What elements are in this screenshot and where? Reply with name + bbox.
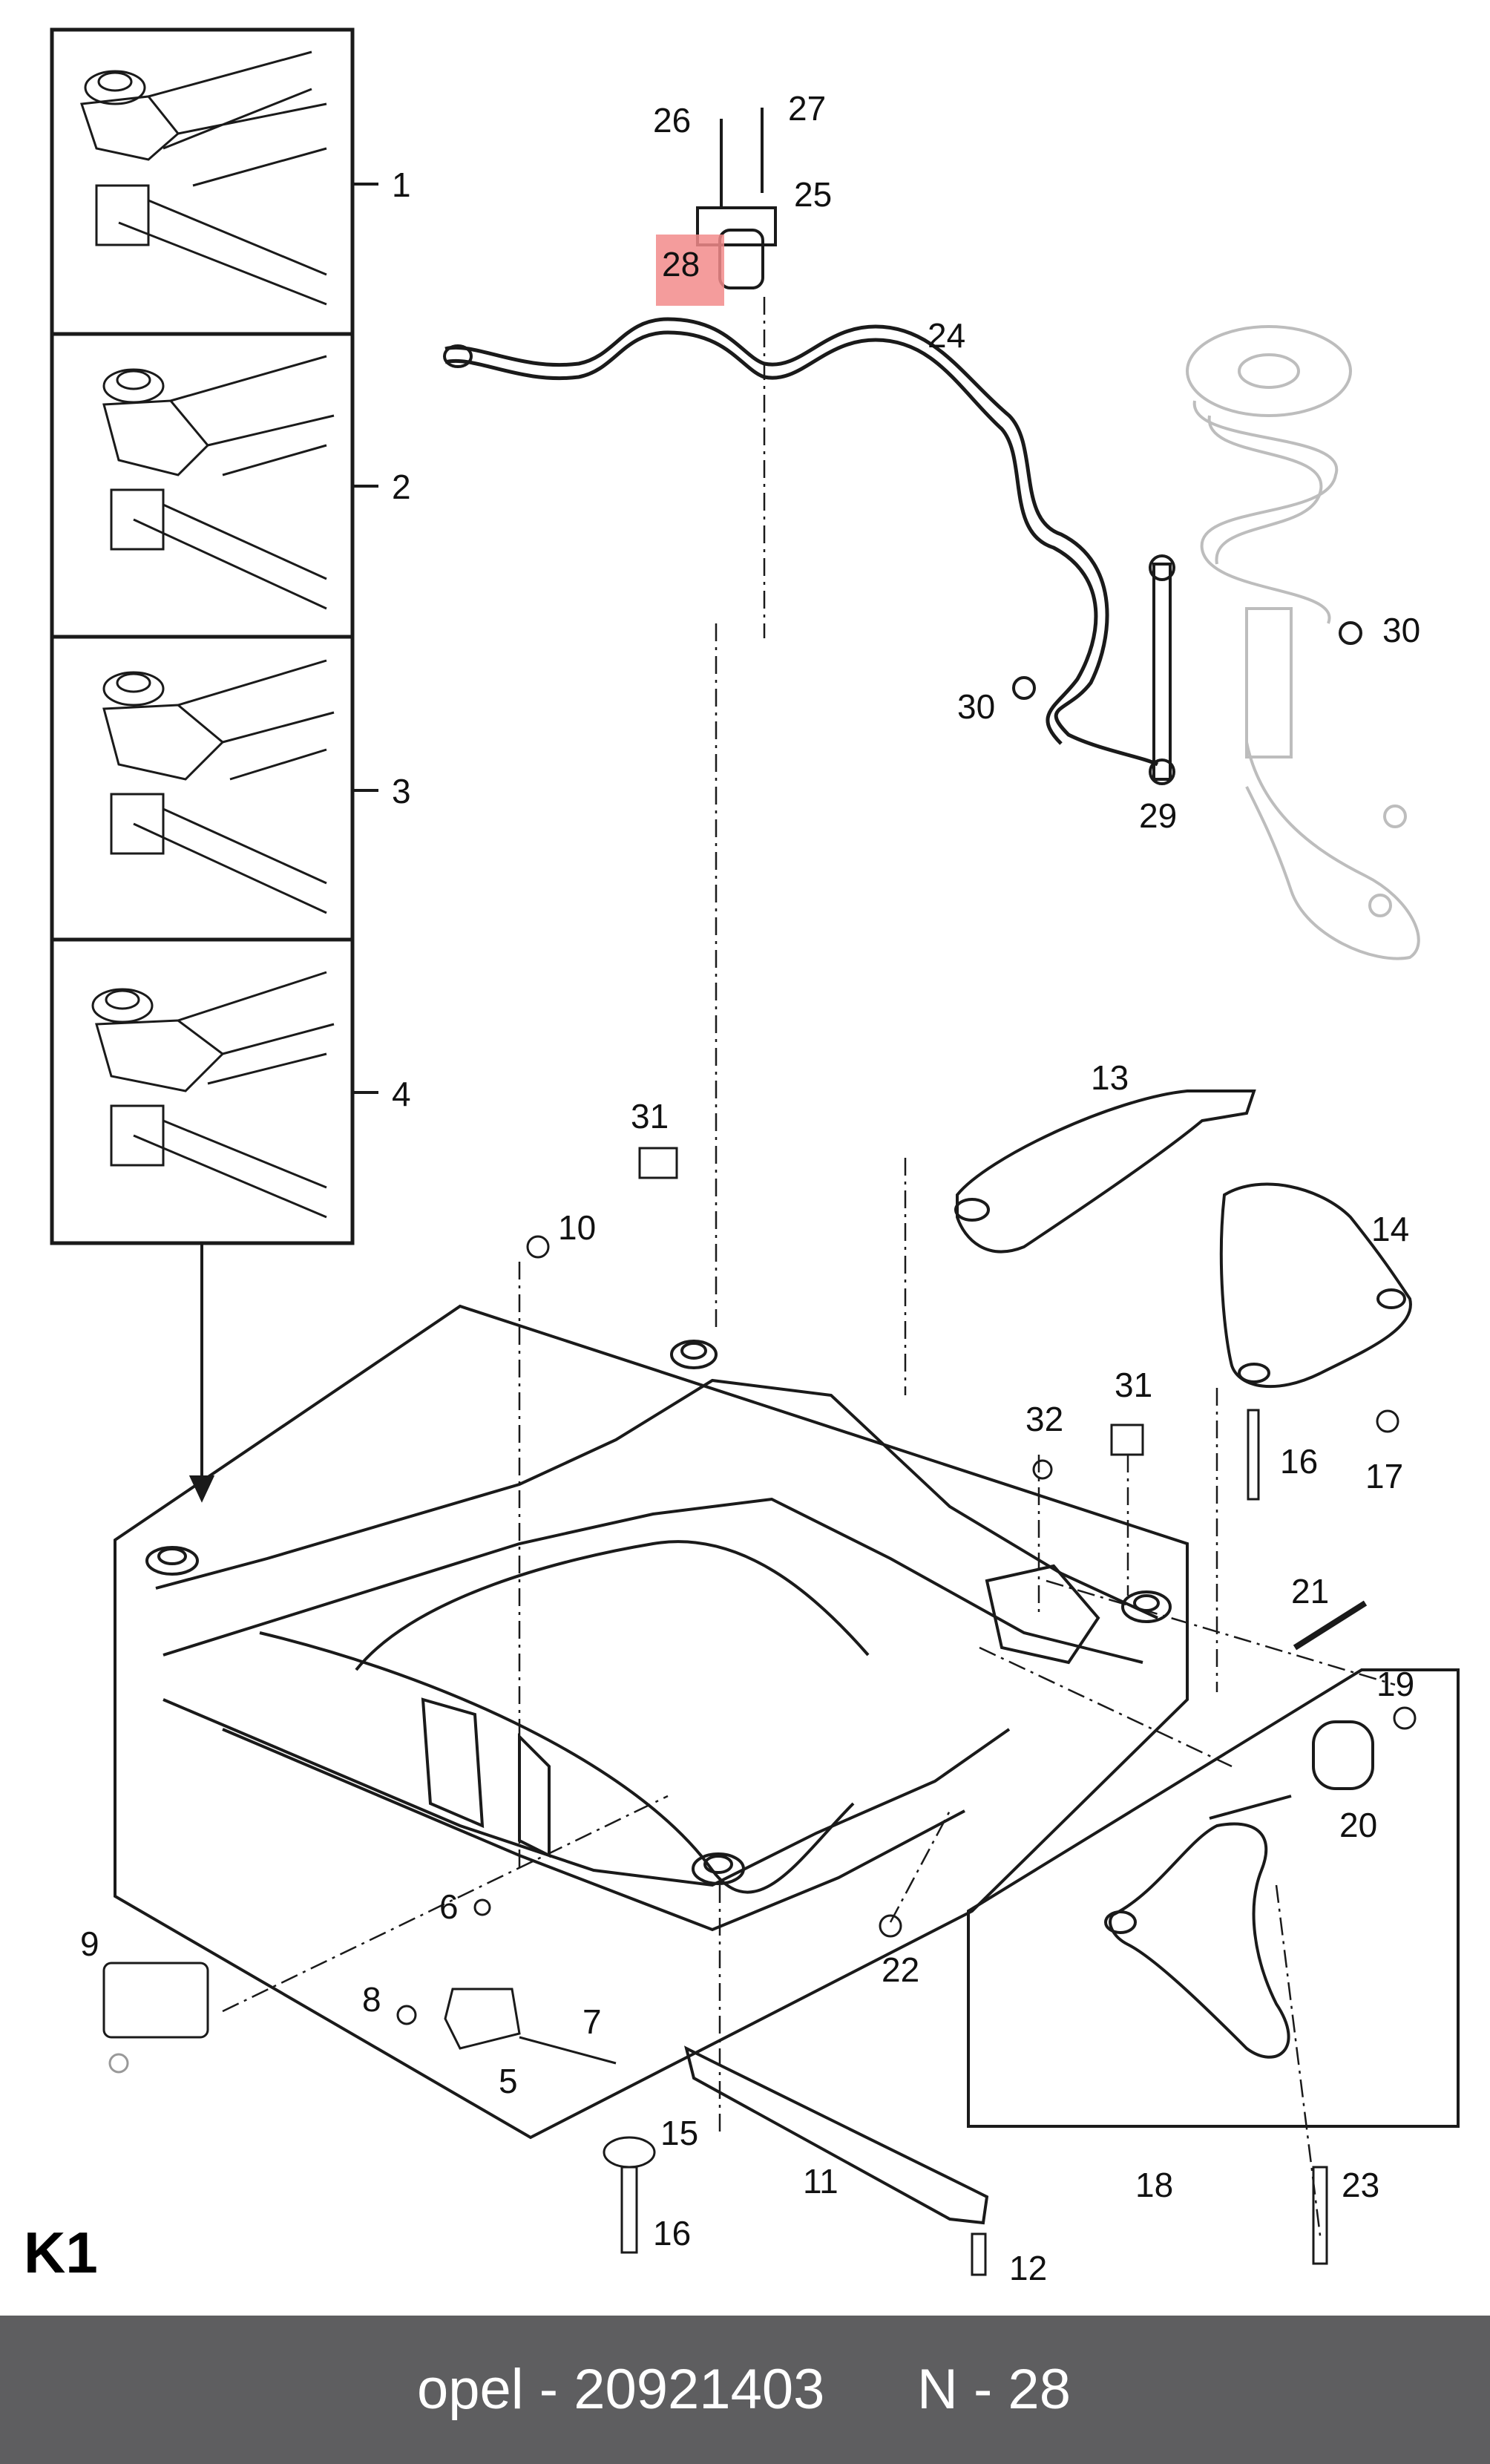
callout-5: 5 — [499, 2062, 518, 2100]
callout-19: 19 — [1376, 1665, 1414, 1703]
stabilizer-bar — [443, 108, 1362, 785]
callout-2: 2 — [392, 468, 411, 506]
strut-and-knuckle — [1186, 325, 1420, 960]
callout-32: 32 — [1025, 1400, 1063, 1438]
callout-30-left: 30 — [957, 687, 995, 726]
bracket-13 — [954, 1090, 1256, 1254]
callout-20: 20 — [1339, 1806, 1377, 1844]
callout-16-upper: 16 — [1280, 1442, 1318, 1481]
variant-panels — [50, 27, 378, 1503]
subframe-variant-1-image — [79, 50, 327, 306]
callout-27: 27 — [788, 89, 826, 128]
callout-11: 11 — [803, 2162, 838, 2201]
callout-23: 23 — [1342, 2166, 1379, 2204]
part-28-highlight — [656, 235, 724, 306]
control-arm-group — [967, 1668, 1460, 2128]
callout-3: 3 — [392, 772, 411, 810]
subframe-assembly — [114, 1304, 1189, 2140]
callout-9: 9 — [80, 1924, 99, 1963]
callout-25: 25 — [794, 175, 832, 214]
parts-diagram: 1 2 3 4 5 6 7 8 9 10 11 12 13 14 15 16 1… — [24, 27, 1460, 2287]
callout-15: 15 — [660, 2114, 698, 2152]
callout-13: 13 — [1091, 1058, 1129, 1097]
brace-11 — [684, 2045, 989, 2225]
callout-31-right: 31 — [1115, 1366, 1152, 1404]
callout-14: 14 — [1371, 1210, 1409, 1248]
callout-21: 21 — [1291, 1572, 1329, 1611]
subframe-variant-4-image — [91, 971, 335, 1219]
callout-28: 28 — [662, 245, 700, 284]
callout-31-top: 31 — [631, 1097, 669, 1136]
subframe-variant-2-image — [102, 355, 335, 610]
callout-labels: 1 2 3 4 5 6 7 8 9 10 11 12 13 14 15 16 1… — [24, 89, 1420, 2287]
callout-30-right: 30 — [1382, 611, 1420, 649]
callout-26: 26 — [653, 101, 691, 140]
callout-16-lower: 16 — [653, 2214, 691, 2252]
callout-8: 8 — [362, 1980, 381, 2019]
small-fasteners — [102, 1147, 1417, 2276]
bracket-14 — [1219, 1182, 1412, 1389]
callout-4: 4 — [392, 1075, 411, 1113]
leader-lines — [222, 297, 1396, 2242]
callout-1: 1 — [392, 166, 411, 204]
subframe-variant-3-image — [102, 659, 335, 914]
callout-18: 18 — [1135, 2166, 1173, 2204]
footer-part-number: opel - 20921403 — [417, 2358, 825, 2421]
callout-10: 10 — [558, 1208, 596, 1247]
callout-24: 24 — [928, 316, 965, 355]
callout-6: 6 — [439, 1887, 459, 1926]
callout-17: 17 — [1365, 1457, 1403, 1495]
callout-12: 12 — [1009, 2249, 1047, 2287]
footer-position-number: N - 28 — [917, 2358, 1071, 2421]
footer-bar: opel - 20921403 N - 28 — [0, 2316, 1490, 2464]
callout-7: 7 — [582, 2002, 602, 2041]
callout-29: 29 — [1139, 796, 1177, 835]
section-code: K1 — [24, 2220, 98, 2285]
callout-22: 22 — [882, 1950, 919, 1989]
